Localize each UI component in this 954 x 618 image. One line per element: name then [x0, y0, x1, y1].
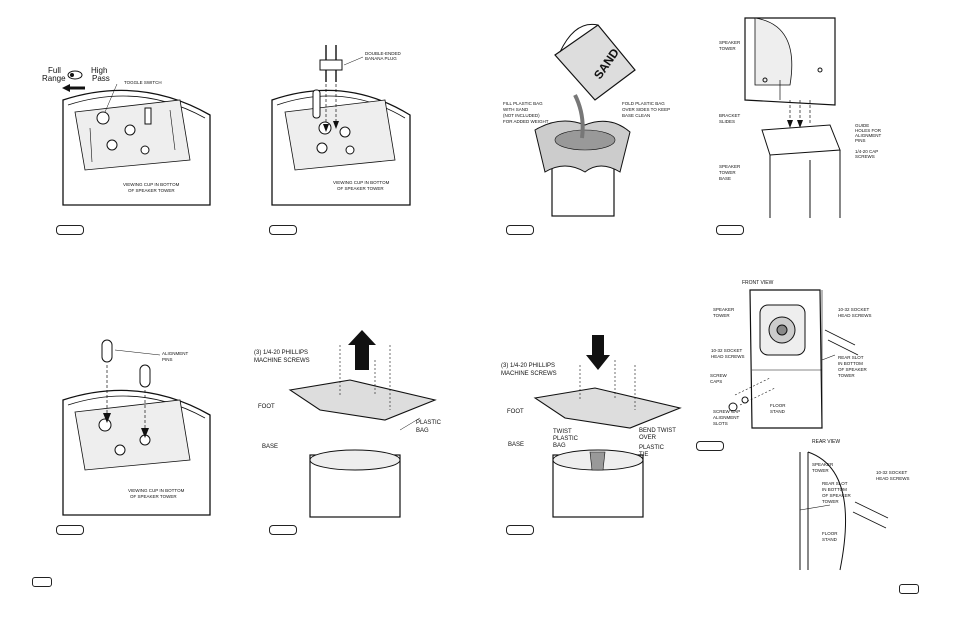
- panel-5-alignment-pins: [62, 339, 211, 516]
- p7-base-label: BASE: [508, 442, 524, 448]
- step-badge: [506, 525, 534, 535]
- step-badge: [269, 225, 297, 235]
- panel-8-front-view: [728, 289, 859, 429]
- page-number-box-right: [899, 584, 919, 594]
- p8-front-label: FRONT VIEW: [742, 280, 774, 286]
- p7-foot-label: FOOT: [507, 409, 524, 415]
- panel-9-rear-view: [799, 451, 889, 571]
- step-badge: [56, 225, 84, 235]
- panel-2-banana-plug: [271, 45, 411, 206]
- step-badge: [56, 525, 84, 535]
- p9-rear-label: REAR VIEW: [812, 439, 840, 445]
- step-badge: [716, 225, 744, 235]
- panel-7-twist-tie: [533, 335, 682, 518]
- step-badge: [506, 225, 534, 235]
- p6-base-label: BASE: [262, 444, 278, 450]
- page-number-box-left: [32, 577, 52, 587]
- p1-toggle-label: TOGGLE SWITCH: [124, 80, 162, 85]
- panel-6-foot: [288, 330, 437, 518]
- step-badge: [269, 525, 297, 535]
- p6-foot-label: FOOT: [258, 404, 275, 410]
- step-badge: [696, 441, 724, 451]
- panel-4-bracket: [744, 17, 841, 218]
- panel-1-toggle-switch: [62, 70, 211, 206]
- panel-3-sand: [534, 23, 636, 217]
